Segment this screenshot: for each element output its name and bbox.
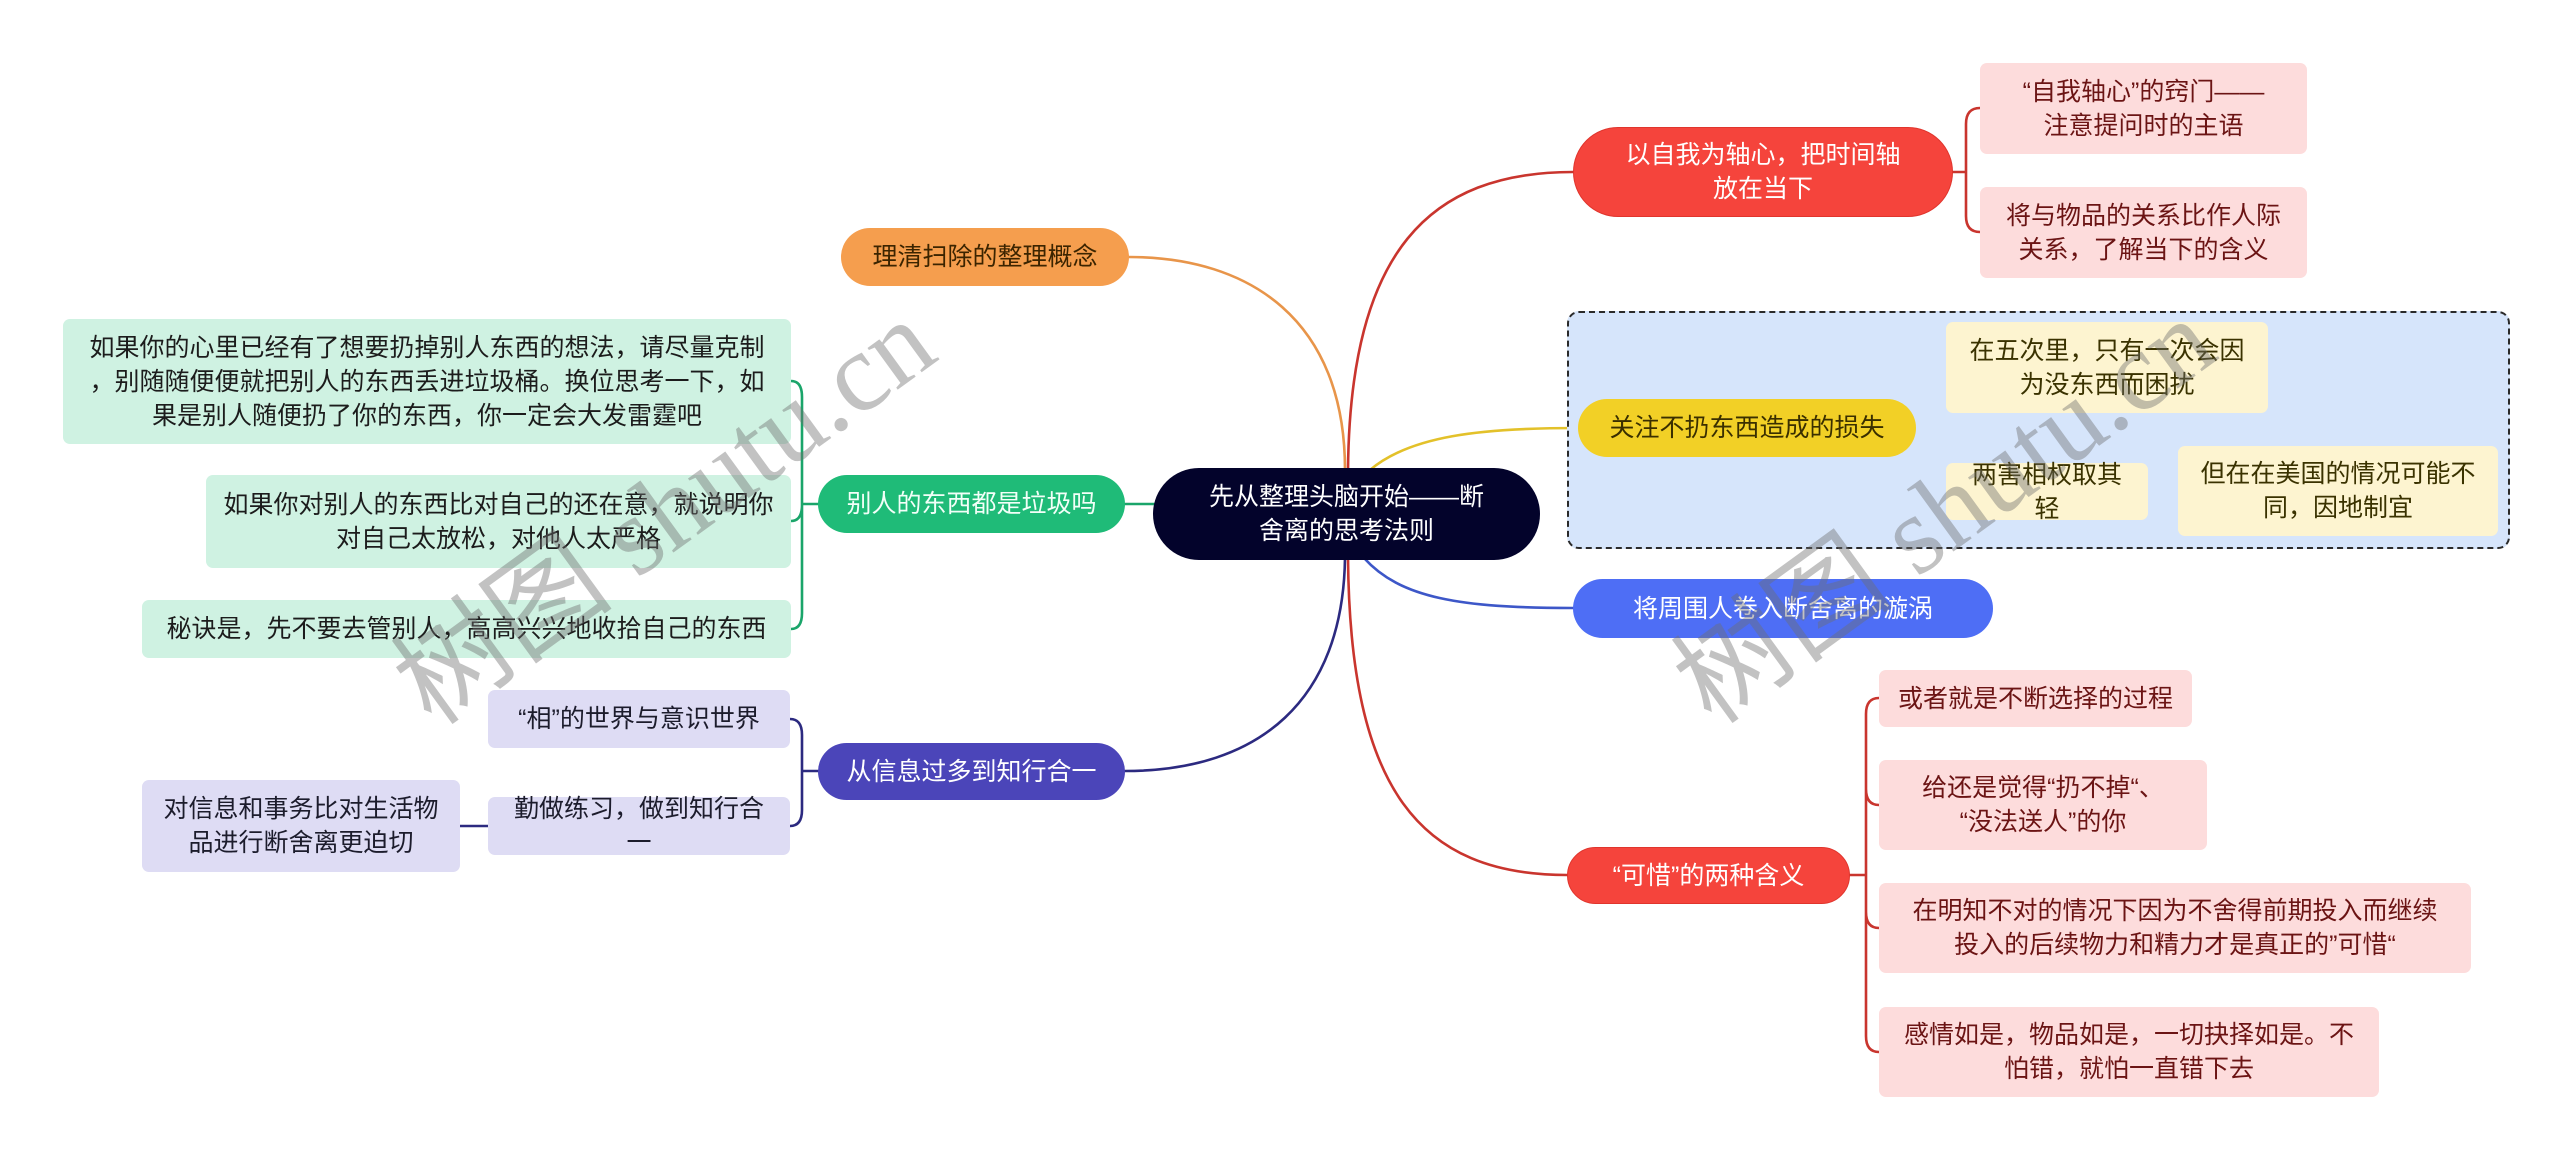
bracket-purple (788, 717, 820, 828)
topic-label: 将周围人卷入断舍离的漩涡 (1632, 594, 1933, 623)
topic-others-things[interactable]: 别人的东西都是垃圾吗 (818, 475, 1125, 533)
subtopic-label: 如果你对别人的东西比对自己的还在意，就说明你 对自己太放松，对他人太严格 (223, 490, 774, 553)
subtopic-label: 对信息和事务比对生活物 品进行断舍离更迫切 (163, 795, 439, 857)
subtopic-information-decluttering[interactable]: 对信息和事务比对生活物 品进行断舍离更迫切 (142, 780, 460, 872)
subtopic-label: 或者就是不断选择的过程 (1897, 684, 2173, 713)
subtopic-secret-tip[interactable]: 秘诀是，先不要去管别人，高高兴兴地收拾自己的东西 (142, 600, 791, 658)
link-root-purple (1123, 556, 1347, 773)
subtopic-sunk-cost[interactable]: 在明知不对的情况下因为不舍得前期投入而继续 投入的后续物力和精力才是真正的”可惜… (1879, 883, 2471, 973)
subtopic-cant-throw-away[interactable]: 给还是觉得“扔不掉“、 “没法送人”的你 (1879, 760, 2207, 850)
topic-label: 以自我为轴心，把时间轴 放在当下 (1625, 141, 1901, 203)
subtopic-dont-fear-mistakes[interactable]: 感情如是，物品如是，一切抉择如是。不 怕错，就怕一直错下去 (1879, 1007, 2379, 1097)
subtopic-label: 给还是觉得“扔不掉“、 “没法送人”的你 (1922, 774, 2164, 836)
central-topic[interactable]: 先从整理头脑开始——断 舍离的思考法则 (1153, 468, 1540, 560)
topic-loss-of-not-discarding[interactable]: 关注不扔东西造成的损失 (1578, 399, 1916, 457)
topic-information-overload[interactable]: 从信息过多到知行合一 (818, 743, 1125, 800)
bracket-red-bottom (1848, 696, 1881, 1054)
subtopic-label: 在明知不对的情况下因为不舍得前期投入而继续 投入的后续物力和精力才是真正的”可惜… (1912, 897, 2438, 959)
central-topic-label: 先从整理头脑开始——断 舍离的思考法则 (1208, 483, 1484, 545)
link-root-orange (1127, 255, 1347, 472)
subtopic-label: 但在在美国的情况可能不 同，因地制宜 (2200, 460, 2476, 522)
subtopic-label: 两害相权取其轻 (1971, 460, 2122, 523)
subtopic-world-of-form[interactable]: “相”的世界与意识世界 (488, 690, 790, 748)
topic-label: 从信息过多到知行合一 (846, 757, 1097, 786)
subtopic-restrain-yourself[interactable]: 如果你的心里已经有了想要扔掉别人东西的想法，请尽量克制 ，别随随便便就把别人的东… (63, 319, 791, 444)
topic-label: “可惜”的两种含义 (1612, 861, 1805, 890)
subtopic-too-lenient[interactable]: 如果你对别人的东西比对自己的还在意，就说明你 对自己太放松，对他人太严格 (206, 475, 791, 568)
topic-self-axis[interactable]: 以自我为轴心，把时间轴 放在当下 (1573, 127, 1953, 217)
link-root-red-top (1346, 170, 1575, 472)
subtopic-label: 勤做练习，做到知行合一 (513, 795, 764, 857)
subtopic-label: 将与物品的关系比作人际 关系，了解当下的含义 (2005, 201, 2281, 264)
subtopic-us-situation[interactable]: 但在在美国的情况可能不 同，因地制宜 (2178, 446, 2498, 536)
subtopic-relationship-analogy[interactable]: 将与物品的关系比作人际 关系，了解当下的含义 (1980, 187, 2307, 278)
subtopic-practice[interactable]: 勤做练习，做到知行合一 (488, 795, 790, 857)
bracket-green (789, 379, 820, 631)
subtopic-continuous-choice[interactable]: 或者就是不断选择的过程 (1879, 670, 2192, 727)
topic-involve-others[interactable]: 将周围人卷入断舍离的漩涡 (1573, 579, 1993, 638)
subtopic-one-in-five[interactable]: 在五次里，只有一次会因 为没东西而困扰 (1946, 322, 2268, 413)
subtopic-label: 在五次里，只有一次会因 为没东西而困扰 (1969, 336, 2245, 399)
subtopic-lesser-evil[interactable]: 两害相权取其轻 (1946, 461, 2148, 523)
subtopic-label: 如果你的心里已经有了想要扔掉别人东西的想法，请尽量克制 ，别随随便便就把别人的东… (89, 333, 765, 430)
bracket-red-top (1951, 106, 1982, 234)
subtopic-label: 感情如是，物品如是，一切抉择如是。不 怕错，就怕一直错下去 (1903, 1021, 2354, 1083)
subtopic-label: “自我轴心”的窍门—— 注意提问时的主语 (2022, 77, 2265, 140)
subtopic-label: 秘诀是，先不要去管别人，高高兴兴地收拾自己的东西 (166, 615, 767, 643)
topic-label: 理清扫除的整理概念 (872, 243, 1098, 271)
topic-tidying-concept[interactable]: 理清扫除的整理概念 (841, 228, 1129, 286)
subtopic-label: “相”的世界与意识世界 (518, 705, 760, 733)
topic-two-meanings-of-pity[interactable]: “可惜”的两种含义 (1567, 847, 1850, 904)
link-root-yellow (1368, 426, 1580, 472)
link-root-red-bottom (1346, 556, 1569, 877)
topic-label: 别人的东西都是垃圾吗 (846, 490, 1097, 518)
link-root-blue (1362, 556, 1575, 610)
topic-label: 关注不扔东西造成的损失 (1609, 414, 1885, 442)
subtopic-self-axis-tip[interactable]: “自我轴心”的窍门—— 注意提问时的主语 (1980, 63, 2307, 154)
